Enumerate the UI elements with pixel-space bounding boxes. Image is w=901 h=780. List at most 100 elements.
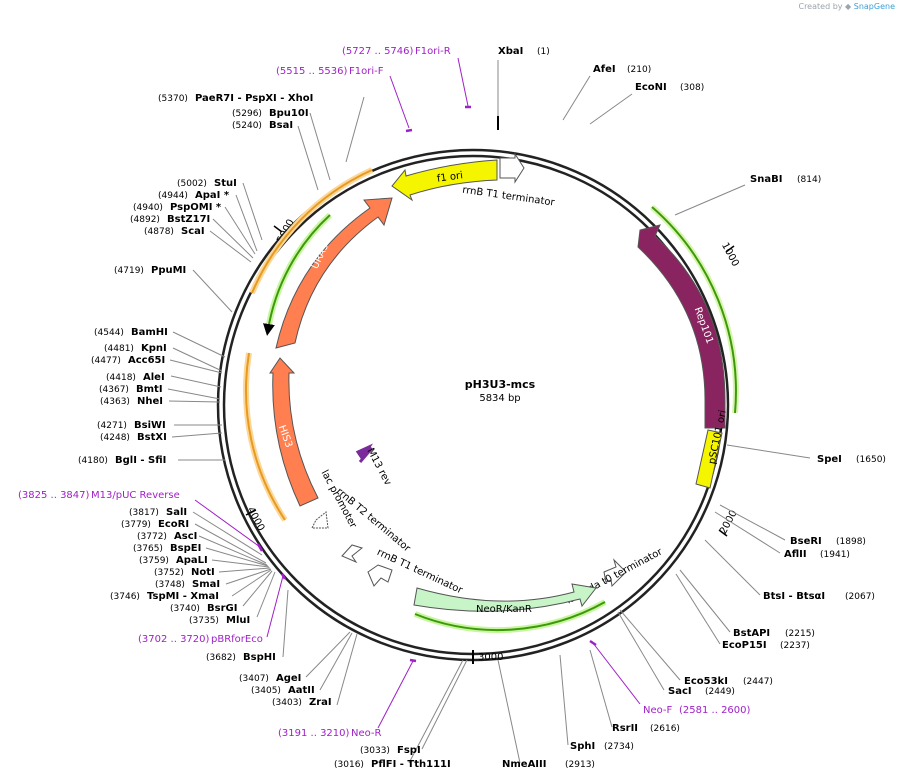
enzyme-sphi[interactable]: SphI(2734) bbox=[570, 741, 634, 752]
svg-text:(4367): (4367) bbox=[99, 385, 129, 395]
enzyme-bsai[interactable]: (5240)BsaI bbox=[232, 120, 293, 131]
tick-label-4000: 4000 bbox=[245, 505, 267, 533]
enzyme-paer7i[interactable]: (5370)PaeR7I - PspXI - XhoI bbox=[158, 93, 313, 104]
feature-m13rev[interactable] bbox=[355, 443, 374, 463]
enzyme-bsphi[interactable]: (3682)BspHI bbox=[206, 652, 276, 663]
enzyme-noti[interactable]: (3752)NotI bbox=[154, 567, 215, 578]
enzyme-bstxi[interactable]: (4248) BstXI bbox=[100, 432, 167, 443]
enzyme-apali[interactable]: (3759)ApaLI bbox=[139, 555, 208, 566]
feature-rep101[interactable] bbox=[637, 224, 726, 429]
enzyme-alei[interactable]: (4418)AleI bbox=[106, 372, 165, 383]
enzyme-stui[interactable]: (5002)StuI bbox=[177, 178, 237, 189]
enzyme-mlui[interactable]: (3735)MluI bbox=[189, 615, 250, 626]
svg-text:(5727 .. 5746): (5727 .. 5746) bbox=[342, 46, 414, 57]
enzyme-tspmi[interactable]: (3746)TspMI - XmaI bbox=[110, 591, 219, 602]
svg-text:AatII: AatII bbox=[288, 685, 315, 696]
svg-text:(1941): (1941) bbox=[820, 550, 850, 560]
svg-text:FspI: FspI bbox=[397, 745, 421, 756]
enzyme-ecori[interactable]: (3779)EcoRI bbox=[121, 519, 189, 530]
enzyme-xbai[interactable]: XbaI(1) bbox=[498, 46, 550, 57]
enzyme-afei[interactable]: AfeI(210) bbox=[593, 64, 651, 75]
feature-neokan[interactable] bbox=[413, 583, 597, 612]
feature-rrnb-t2[interactable] bbox=[341, 544, 364, 564]
svg-text:NmeAIII: NmeAIII bbox=[502, 759, 546, 770]
svg-text:M13/pUC Reverse: M13/pUC Reverse bbox=[91, 490, 180, 501]
feature-rrnb-t1-top[interactable] bbox=[499, 152, 525, 184]
enzyme-asci[interactable]: (3772)AscI bbox=[137, 531, 197, 542]
enzyme-scai[interactable]: (4878)ScaI bbox=[144, 226, 205, 237]
feature-lambda[interactable] bbox=[603, 558, 627, 588]
enzyme-bamhi[interactable]: (4544)BamHI bbox=[94, 327, 168, 338]
feature-label-f1ori: f1 ori bbox=[436, 170, 463, 185]
enzyme-kpni[interactable]: (4481)KpnI bbox=[104, 343, 167, 354]
feature-psc101[interactable] bbox=[695, 429, 723, 489]
svg-text:(3405): (3405) bbox=[251, 686, 281, 696]
svg-text:F1ori-F: F1ori-F bbox=[349, 66, 384, 77]
svg-text:(5370): (5370) bbox=[158, 94, 188, 104]
enzyme-nhei[interactable]: (4363)NheI bbox=[100, 396, 163, 407]
enzyme-bsiwi[interactable]: (4271)BsiWI bbox=[97, 420, 166, 431]
svg-text:(2581 .. 2600): (2581 .. 2600) bbox=[679, 705, 751, 716]
svg-text:BspHI: BspHI bbox=[243, 652, 276, 663]
enzyme-snabi[interactable]: SnaBI(814) bbox=[750, 174, 821, 185]
feature-lac[interactable] bbox=[311, 511, 329, 529]
primer-labels: (5727 .. 5746)F1ori-R (5515 .. 5536)F1or… bbox=[18, 46, 751, 739]
enzyme-bgli[interactable]: (4180)BglI - SfiI bbox=[78, 455, 166, 466]
enzyme-acc65i[interactable]: (4477)Acc65I bbox=[91, 355, 165, 366]
svg-text:BstXI: BstXI bbox=[137, 432, 167, 443]
enzyme-pspomi[interactable]: (4940)PspOMI * bbox=[133, 202, 222, 213]
svg-text:EcoNI: EcoNI bbox=[635, 82, 667, 93]
enzyme-labels: XbaI(1) AfeI(210) EcoNI(308) SnaBI(814) … bbox=[78, 46, 886, 770]
enzyme-bpu10i[interactable]: (5296)Bpu10I bbox=[232, 108, 309, 119]
enzyme-zrai[interactable]: (3403)ZraI bbox=[272, 697, 332, 708]
primer-f1ori-r[interactable]: (5727 .. 5746)F1ori-R bbox=[342, 46, 451, 57]
enzyme-smai[interactable]: (3748)SmaI bbox=[155, 579, 220, 590]
enzyme-bstapi[interactable]: BstAPI(2215) bbox=[733, 628, 815, 639]
svg-text:SmaI: SmaI bbox=[192, 579, 220, 590]
enzyme-aatii[interactable]: (3405) AatII bbox=[251, 685, 315, 696]
primer-pbrforeco[interactable]: (3702 .. 3720)pBRforEco bbox=[138, 634, 263, 645]
enzyme-btsi[interactable]: BtsI - BtsαI(2067) bbox=[763, 591, 875, 602]
feature-rrnb-t1-low[interactable] bbox=[367, 564, 393, 587]
enzyme-spei[interactable]: SpeI(1650) bbox=[817, 454, 886, 465]
feature-ura3[interactable] bbox=[275, 197, 393, 349]
enzyme-nmeaiii[interactable]: NmeAIII (2913) bbox=[502, 759, 595, 770]
enzyme-saci[interactable]: SacI(2449) bbox=[668, 686, 735, 697]
enzyme-apai[interactable]: (4944)ApaI * bbox=[158, 190, 230, 201]
enzyme-sali[interactable]: (3817)SalI bbox=[129, 507, 187, 518]
feature-f1ori[interactable] bbox=[391, 159, 498, 202]
enzyme-agei[interactable]: (3407)AgeI bbox=[239, 673, 301, 684]
enzyme-bsrgi[interactable]: (3740)BsrGI bbox=[170, 603, 237, 614]
enzyme-eco53ki[interactable]: Eco53kI(2447) bbox=[684, 676, 773, 687]
enzyme-ecop15i[interactable]: EcoP15I(2237) bbox=[722, 640, 810, 651]
enzyme-pflfi[interactable]: (3016)PflFI - Tth111I bbox=[334, 759, 451, 770]
enzyme-bseri[interactable]: BseRI(1898) bbox=[790, 536, 866, 547]
svg-text:SacI: SacI bbox=[668, 686, 692, 697]
primer-f1ori-f[interactable]: (5515 .. 5536)F1ori-F bbox=[276, 66, 384, 77]
svg-text:F1ori-R: F1ori-R bbox=[415, 46, 451, 57]
primer-neo-r[interactable]: (3191 .. 3210)Neo-R bbox=[278, 728, 382, 739]
svg-text:(4248): (4248) bbox=[100, 433, 130, 443]
primer-m13-puc-reverse[interactable]: (3825 .. 3847)M13/pUC Reverse bbox=[18, 490, 180, 501]
svg-text:(2734): (2734) bbox=[604, 742, 634, 752]
svg-text:(5515 .. 5536): (5515 .. 5536) bbox=[276, 66, 348, 77]
enzyme-bspei[interactable]: (3765)BspEI bbox=[133, 543, 201, 554]
feature-label-neokan: NeoR/KanR bbox=[476, 604, 532, 615]
enzyme-bmti[interactable]: (4367)BmtI bbox=[99, 384, 163, 395]
svg-text:(2447): (2447) bbox=[743, 677, 773, 687]
primer-neo-f[interactable]: Neo-F(2581 .. 2600) bbox=[643, 705, 751, 716]
enzyme-aflii[interactable]: AflII(1941) bbox=[784, 549, 850, 560]
tick-label-3000: 3000 bbox=[478, 652, 503, 663]
svg-text:(2913): (2913) bbox=[565, 760, 595, 770]
svg-text:(5002): (5002) bbox=[177, 179, 207, 189]
svg-text:NotI: NotI bbox=[191, 567, 215, 578]
enzyme-econi[interactable]: EcoNI(308) bbox=[635, 82, 704, 93]
feature-his3[interactable] bbox=[269, 357, 319, 507]
enzyme-bstz17i[interactable]: (4892)BstZ17I bbox=[130, 214, 210, 225]
enzyme-rsrii[interactable]: RsrII(2616) bbox=[612, 723, 680, 734]
enzyme-fspi[interactable]: (3033)FspI bbox=[360, 745, 421, 756]
svg-text:Acc65I: Acc65I bbox=[128, 355, 165, 366]
svg-text:(2067): (2067) bbox=[845, 592, 875, 602]
enzyme-ppumi[interactable]: (4719)PpuMI bbox=[114, 265, 186, 276]
